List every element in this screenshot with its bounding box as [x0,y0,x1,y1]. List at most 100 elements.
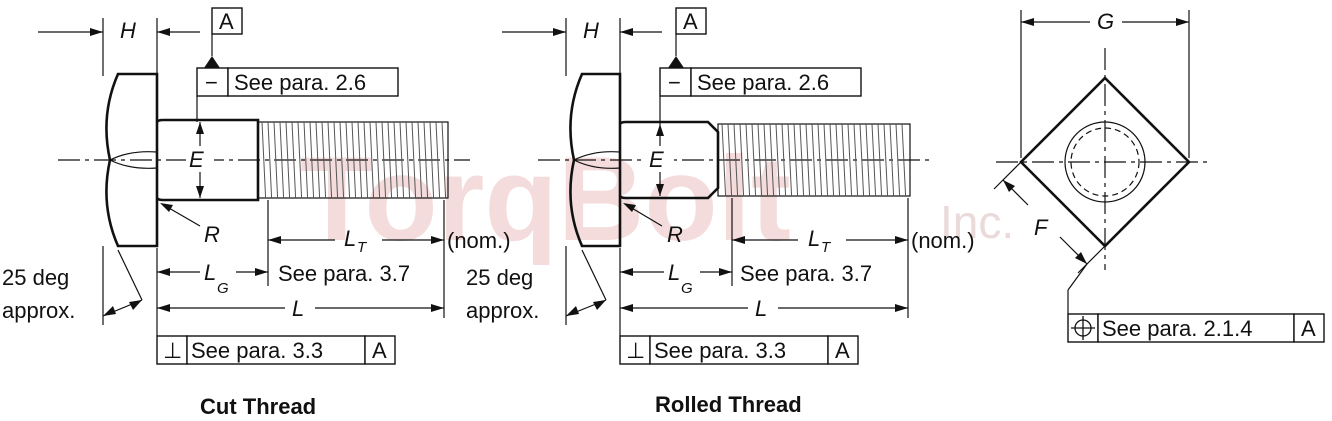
thread-line [781,123,787,197]
thread-line [835,123,841,197]
arrowhead [719,268,732,276]
angle-label-line1: 25 deg [466,265,533,290]
thread-line [739,123,745,197]
dim-LT: L [344,226,356,251]
arrowhead [1075,252,1087,264]
thread-line [865,123,871,197]
thread-line [877,123,883,197]
thread-line [297,121,303,199]
angle-label-line1: 25 deg [2,265,69,290]
arrowhead [431,304,444,312]
thread-line [895,123,901,197]
nom-note: (nom.) [911,228,975,253]
caption-rolled-thread: Rolled Thread [655,392,802,417]
perpendicular-symbol-cell [156,335,188,365]
perpendicular-datum-cell [827,335,859,365]
thread-lines [261,121,447,199]
dim-H: H [583,18,599,43]
thread-line [763,123,769,197]
head-chamfer [109,151,158,169]
perpendicular-datum: A [372,338,387,363]
straightness-note: See para. 2.6 [234,70,366,95]
dim-F: F [1034,215,1049,240]
thread-line [327,121,333,199]
arrowhead [129,300,142,310]
thread-line [351,121,357,199]
arrowhead [620,28,633,36]
thread-line [261,121,267,199]
arrowhead [553,28,566,36]
arrowhead [1003,180,1015,192]
angle-label-line2: approx. [2,298,75,323]
thread-line [291,121,297,199]
thread-line [279,121,285,199]
arrowhead [566,306,579,316]
thread-line [399,121,405,199]
thread-line [769,123,775,197]
watermark-suffix: Inc. [940,196,1014,248]
thread-envelope [717,123,911,197]
arrowhead [157,28,170,36]
thread-line [417,121,423,199]
thread-line [787,123,793,197]
thread-line [721,123,727,197]
thread-line [745,123,751,197]
datum-frame [675,7,707,35]
thread-line [883,123,889,197]
thread-note: See para. 3.7 [278,261,410,286]
arrowhead [656,124,664,136]
dim-R: R [667,222,683,247]
perpendicular-text-cell [186,335,366,365]
thread-line [733,123,739,197]
position-datum-cell [1293,313,1325,343]
thread-note: See para. 3.7 [740,261,872,286]
cut-thread-view: H A − See para. 2.6 E R L T [2,7,511,419]
thread-line [859,123,865,197]
leader [1067,263,1088,291]
arrowhead [431,236,444,244]
thread-line [871,123,877,197]
extension-line [993,161,1022,190]
angle-line [581,249,607,301]
caption-cut-thread: Cut Thread [200,394,316,419]
datum-triangle [668,56,684,68]
arrowhead [160,203,173,212]
straightness-text-cell [227,67,399,97]
arrowhead [620,304,633,312]
perpendicular-datum-cell [364,335,396,365]
thread-line [423,121,429,199]
watermark: TorqBolt Inc. [300,132,1014,266]
thread-line [405,121,411,199]
thread-envelope [257,121,449,199]
thread-line [387,121,393,199]
perpendicular-symbol: ⊥ [163,338,182,363]
arrowhead [157,304,170,312]
datum-triangle [204,56,220,68]
thread-line [303,121,309,199]
thread-line [727,123,733,197]
dim-E: E [189,147,204,172]
dim-R: R [204,222,220,247]
head-chamfer [573,151,621,169]
thread-line [339,121,345,199]
thread-lines [721,123,907,197]
arrowhead [90,28,103,36]
thread-line [321,121,327,199]
position-datum: A [1301,316,1316,341]
arrowhead [196,122,204,134]
thread-line [841,123,847,197]
thread-line [369,121,375,199]
arrowhead [895,304,908,312]
dim-E: E [649,147,664,172]
arrowhead [620,268,633,276]
arrowhead [157,268,170,276]
nom-note: (nom.) [447,228,511,253]
watermark-brand: TorqBolt [300,132,791,266]
position-note: See para. 2.1.4 [1102,316,1252,341]
thread-line [441,121,447,199]
arrowhead [593,300,606,310]
thread-line [751,123,757,197]
dim-LG-sub: G [681,280,693,297]
thread-line [267,121,273,199]
